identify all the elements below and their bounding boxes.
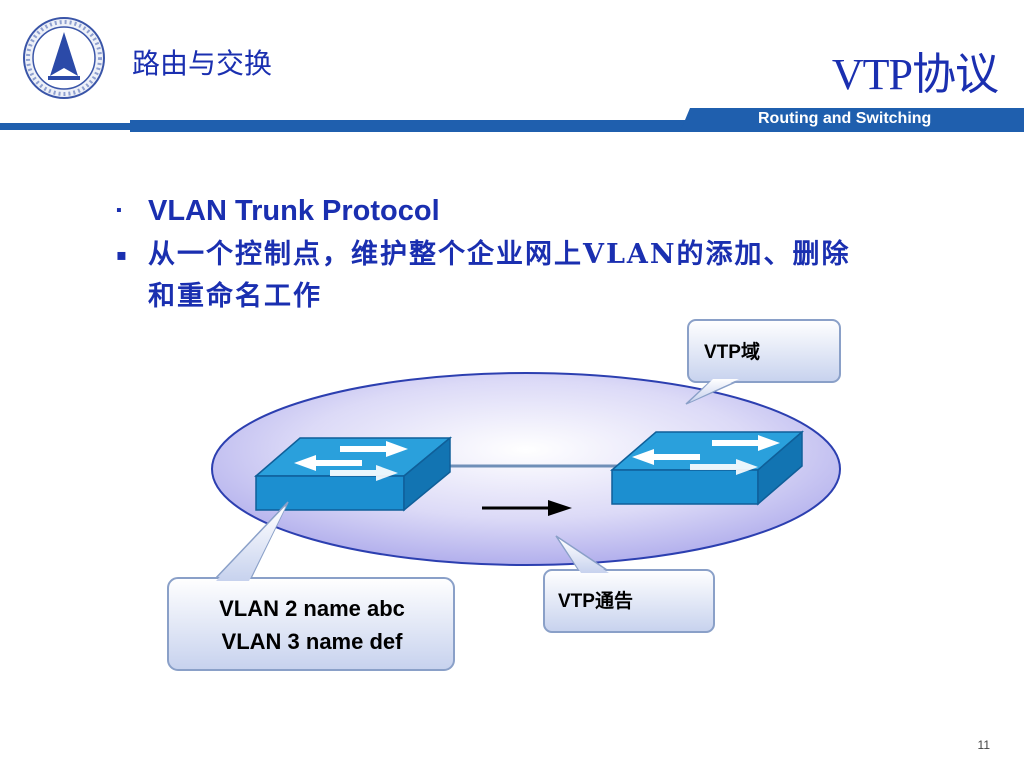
vtp-advert-label: VTP通告 [558, 591, 633, 612]
switch-left-icon [253, 436, 453, 512]
bullet-text: VLAN Trunk Protocol [148, 195, 440, 227]
bullet-marker-icon: ▪ [116, 245, 129, 264]
bullet-list: ▪ VLAN Trunk Protocol ▪ 从一个控制点，维护整个企业网上V… [116, 190, 976, 320]
bullet-marker-icon: ▪ [116, 202, 122, 219]
vlan-line: VLAN 3 name def [221, 629, 403, 654]
bullet-item: ▪ 从一个控制点，维护整个企业网上VLAN的添加、删除 和重命名工作 [116, 234, 976, 318]
vlan-line: VLAN 2 name abc [219, 596, 405, 621]
slide-title: VTP协议 [831, 50, 999, 99]
page-number: 11 [977, 738, 990, 752]
vtp-domain-ellipse [211, 372, 841, 566]
university-logo [23, 17, 105, 99]
vtp-advert-arrow-icon [482, 500, 572, 516]
callout-vlan-config [167, 501, 455, 671]
callout-vtp-advert [543, 535, 715, 633]
switch-right-icon [609, 430, 805, 506]
bullet-text-line2: 和重命名工作 [148, 281, 322, 312]
course-title-en: Routing and Switching [758, 110, 932, 127]
vlan-config-text: VLAN 2 name abc VLAN 3 name def [170, 592, 454, 658]
callout-vtp-domain [685, 319, 841, 405]
course-title: 路由与交换 [132, 47, 273, 80]
bullet-text-line1: 从一个控制点，维护整个企业网上VLAN的添加、删除 [148, 239, 851, 270]
vtp-domain-label: VTP域 [704, 342, 760, 363]
header-bar [0, 108, 1024, 132]
bullet-item: ▪ VLAN Trunk Protocol [116, 190, 976, 232]
